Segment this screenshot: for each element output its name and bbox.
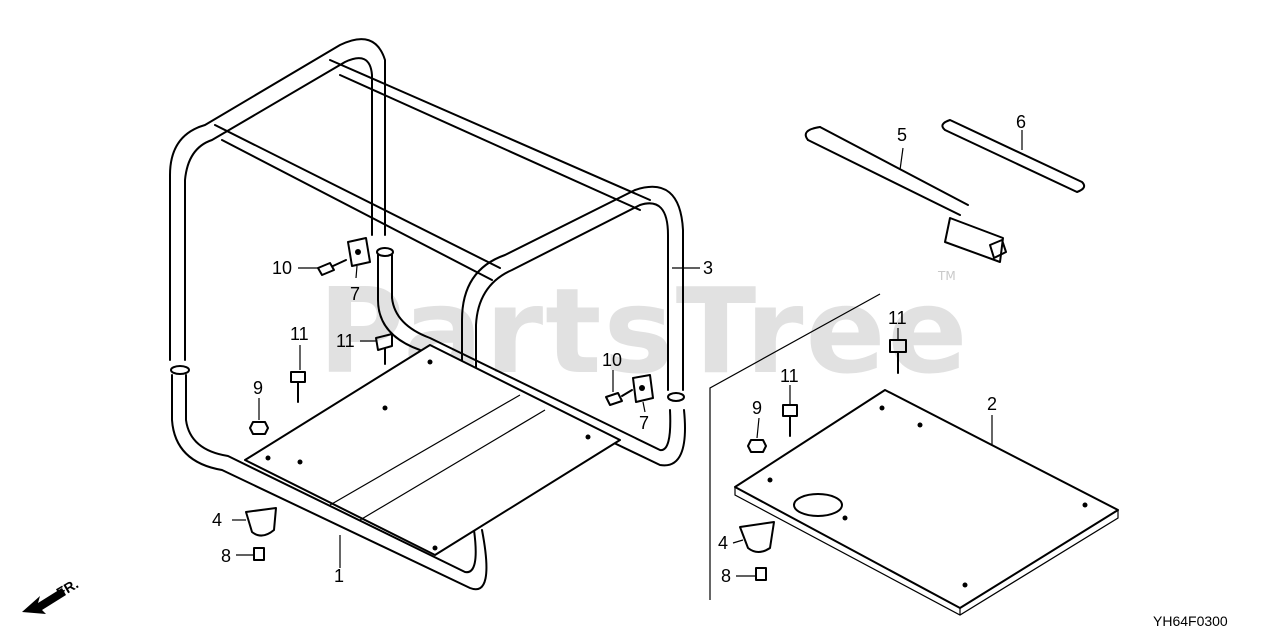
nut-9-left bbox=[249, 421, 269, 435]
frame-top-rail bbox=[329, 59, 651, 211]
callout-8-right: 8 bbox=[721, 566, 731, 586]
callout-4-left: 4 bbox=[212, 510, 222, 530]
nut-9-plate bbox=[747, 439, 767, 453]
diagram-code: YH64F0300 bbox=[1153, 613, 1228, 629]
callout-10-left: 10 bbox=[272, 258, 292, 278]
bolt-11-left bbox=[290, 371, 306, 403]
callout-8-left: 8 bbox=[221, 546, 231, 566]
callout-6: 6 bbox=[1016, 112, 1026, 132]
plate-hole bbox=[767, 477, 773, 483]
plate-hole bbox=[962, 582, 968, 588]
base-hole bbox=[265, 455, 271, 461]
rubber-foot-4-left bbox=[245, 507, 277, 537]
plate-assembly bbox=[709, 293, 1119, 616]
base-hole bbox=[297, 459, 303, 465]
callout-2: 2 bbox=[987, 394, 997, 414]
bracket-7-left-hole bbox=[355, 249, 361, 255]
bracket-7-right bbox=[632, 374, 654, 403]
bolt-10-right bbox=[605, 389, 633, 406]
bolt-11-plate-top bbox=[889, 339, 907, 374]
frame-left-hoop-outer bbox=[169, 38, 386, 361]
plug-wrench-5-end bbox=[804, 126, 821, 141]
plate-hole bbox=[879, 405, 885, 411]
frame-socket-rear bbox=[376, 247, 394, 257]
bolt-8-plate bbox=[755, 567, 767, 581]
tools bbox=[804, 119, 1086, 263]
callout-7-right: 7 bbox=[639, 413, 649, 433]
callout-9-right: 9 bbox=[752, 398, 762, 418]
plate-hole bbox=[1082, 502, 1088, 508]
mount-plate-2-center-hole bbox=[793, 493, 843, 517]
front-direction-indicator: FR. bbox=[22, 575, 81, 614]
callout-11-left: 11 bbox=[290, 324, 309, 344]
callout-11-plate-top: 11 bbox=[888, 308, 907, 328]
callout-11-mid: 11 bbox=[336, 331, 355, 351]
frame-bottom-left-rail-outer bbox=[171, 374, 488, 591]
callout-4-right: 4 bbox=[718, 533, 728, 553]
plug-wrench-5-shaft bbox=[807, 126, 969, 216]
frame-front-hoop-outer bbox=[461, 185, 684, 501]
frame-bottom-left-rail-inner bbox=[185, 374, 477, 574]
frame-socket-left bbox=[170, 365, 190, 375]
callout-5: 5 bbox=[897, 125, 907, 145]
frame-bottom-rear-rail-inner bbox=[391, 254, 672, 452]
frame-base-cross-members bbox=[329, 394, 546, 521]
hardware-middle bbox=[605, 374, 654, 406]
callout-7-left: 7 bbox=[350, 284, 360, 304]
bracket-7-right-hole bbox=[639, 385, 645, 391]
base-hole bbox=[382, 405, 388, 411]
bolt-11-mid bbox=[375, 333, 393, 365]
rubber-foot-4-plate bbox=[739, 521, 775, 553]
plate-hole bbox=[842, 515, 848, 521]
frame-bottom-rear-rail-outer bbox=[377, 254, 686, 467]
frame-front-hoop-inner bbox=[475, 202, 669, 501]
bracket-7-left bbox=[347, 237, 371, 267]
frame-rear-top-bar bbox=[214, 124, 501, 281]
base-hole bbox=[427, 359, 433, 365]
wrench-handle-6 bbox=[941, 119, 1086, 193]
front-arrow-icon bbox=[22, 588, 66, 614]
callout-11-plate-left: 11 bbox=[780, 366, 799, 386]
plug-wrench-5-socket bbox=[944, 217, 1004, 263]
frame-assembly bbox=[169, 38, 686, 591]
mount-plate-2 bbox=[734, 389, 1119, 609]
callouts: 1 2 3 4 4 5 6 7 7 8 8 9 9 10 10 11 11 11… bbox=[212, 112, 1026, 586]
frame-left-hoop-inner bbox=[184, 57, 373, 361]
watermark-tm: TM bbox=[937, 269, 956, 283]
frame-base-plate bbox=[244, 344, 621, 556]
hardware-left bbox=[245, 237, 393, 561]
callout-9-left: 9 bbox=[253, 378, 263, 398]
callout-10-right: 10 bbox=[602, 350, 622, 370]
base-hole bbox=[585, 434, 591, 440]
callout-1: 1 bbox=[334, 566, 344, 586]
bolt-11-plate-left bbox=[782, 404, 798, 437]
bolt-8-left bbox=[253, 547, 265, 561]
base-hole bbox=[432, 545, 438, 551]
plug-wrench-5-hex bbox=[989, 239, 1007, 259]
frame-socket-right bbox=[667, 392, 685, 402]
callout-3: 3 bbox=[703, 258, 713, 278]
bolt-10-left bbox=[317, 259, 347, 276]
leader-lines bbox=[232, 130, 1023, 577]
plate-section-border bbox=[709, 293, 881, 600]
mount-plate-2-edge bbox=[734, 487, 1119, 616]
plate-hole bbox=[917, 422, 923, 428]
